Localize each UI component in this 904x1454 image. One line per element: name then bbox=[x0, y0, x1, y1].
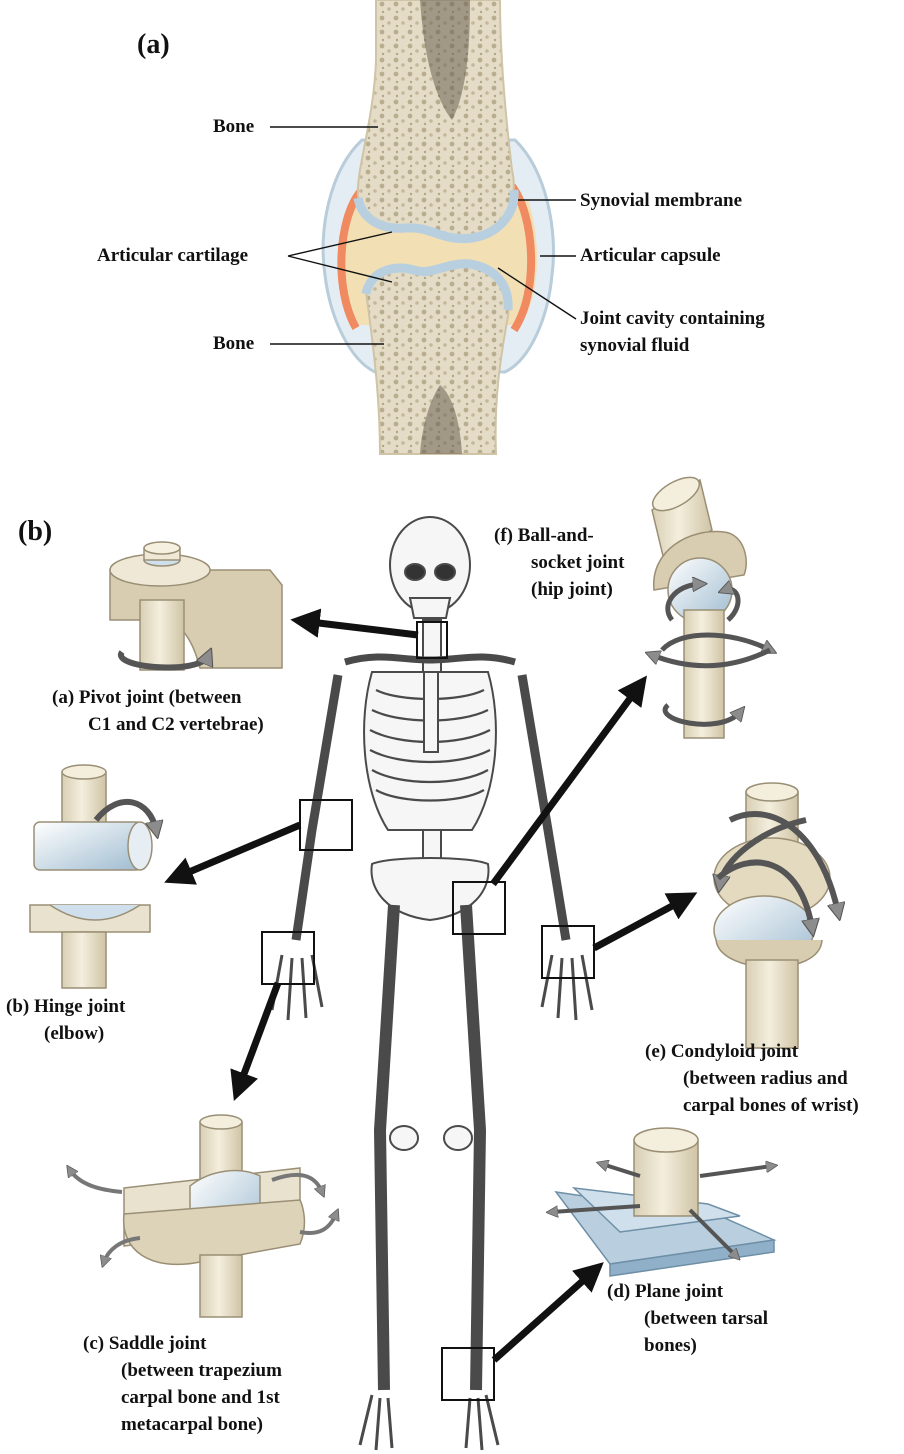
label-ball-socket-joint: (f) Ball-and- socket joint (hip joint) bbox=[494, 522, 624, 603]
label-plane-line2: (between tarsal bbox=[607, 1305, 768, 1332]
ball-socket-joint-model bbox=[647, 471, 770, 738]
label-pivot-line2: C1 and C2 vertebrae) bbox=[52, 711, 264, 738]
label-condyloid-line1: (e) Condyloid joint bbox=[645, 1038, 859, 1065]
label-hinge-line1: (b) Hinge joint bbox=[6, 993, 125, 1020]
panel-a-letter: (a) bbox=[137, 30, 170, 60]
left-arm bbox=[296, 675, 338, 940]
left-foot bbox=[360, 1395, 392, 1450]
plane-joint-model bbox=[552, 1128, 774, 1276]
box-saddle bbox=[262, 932, 314, 984]
right-arm bbox=[522, 675, 566, 940]
label-joint-cavity-line2: synovial fluid bbox=[580, 332, 765, 359]
label-plane-line3: bones) bbox=[607, 1332, 768, 1359]
label-articular-cartilage: Articular cartilage bbox=[97, 242, 248, 269]
arrow-condyloid bbox=[594, 898, 687, 948]
panel-b-letter: (b) bbox=[18, 517, 52, 547]
skeleton bbox=[272, 517, 592, 1450]
label-ball-socket-line3: (hip joint) bbox=[494, 576, 624, 603]
sternum bbox=[424, 672, 438, 752]
eye-socket-right bbox=[435, 564, 455, 580]
label-plane-joint: (d) Plane joint (between tarsal bones) bbox=[607, 1278, 768, 1359]
synovial-joint-illustration bbox=[323, 0, 553, 454]
label-articular-capsule: Articular capsule bbox=[580, 242, 721, 269]
label-bone-bottom: Bone bbox=[213, 330, 254, 357]
box-plane bbox=[442, 1348, 494, 1400]
jaw bbox=[410, 598, 450, 618]
label-plane-line1: (d) Plane joint bbox=[607, 1278, 768, 1305]
label-saddle-joint: (c) Saddle joint (between trapezium carp… bbox=[83, 1330, 282, 1438]
right-hand bbox=[542, 955, 592, 1020]
arrow-pivot bbox=[302, 621, 418, 635]
arrow-saddle bbox=[238, 983, 278, 1090]
label-hinge-line2: (elbow) bbox=[6, 1020, 125, 1047]
label-synovial-membrane: Synovial membrane bbox=[580, 187, 742, 214]
label-condyloid-joint: (e) Condyloid joint (between radius and … bbox=[645, 1038, 859, 1119]
arrow-plane bbox=[494, 1270, 595, 1360]
left-knee bbox=[390, 1126, 418, 1150]
pivot-joint-model bbox=[110, 542, 282, 670]
label-bone-top: Bone bbox=[213, 113, 254, 140]
label-hinge-joint: (b) Hinge joint (elbow) bbox=[6, 993, 125, 1047]
label-joint-cavity-line1: Joint cavity containing bbox=[580, 305, 765, 332]
label-ball-socket-line1: (f) Ball-and- bbox=[494, 522, 624, 549]
label-condyloid-line2: (between radius and bbox=[645, 1065, 859, 1092]
label-ball-socket-line2: socket joint bbox=[494, 549, 624, 576]
saddle-joint-model bbox=[70, 1115, 336, 1317]
right-foot bbox=[466, 1395, 498, 1450]
label-saddle-line3: carpal bone and 1st bbox=[83, 1384, 282, 1411]
condyloid-joint-model bbox=[714, 783, 838, 1048]
arrow-hinge bbox=[175, 825, 300, 878]
label-condyloid-line3: carpal bones of wrist) bbox=[645, 1092, 859, 1119]
right-knee bbox=[444, 1126, 472, 1150]
label-pivot-joint: (a) Pivot joint (between C1 and C2 verte… bbox=[52, 684, 264, 738]
arrow-ball-socket bbox=[493, 685, 640, 884]
left-leg bbox=[380, 905, 394, 1390]
label-saddle-line1: (c) Saddle joint bbox=[83, 1330, 282, 1357]
cervical-spine bbox=[423, 620, 441, 672]
label-pivot-line1: (a) Pivot joint (between bbox=[52, 684, 264, 711]
label-saddle-line4: metacarpal bone) bbox=[83, 1411, 282, 1438]
label-saddle-line2: (between trapezium bbox=[83, 1357, 282, 1384]
hinge-joint-model bbox=[30, 765, 156, 988]
eye-socket-left bbox=[405, 564, 425, 580]
label-joint-cavity: Joint cavity containing synovial fluid bbox=[580, 305, 765, 359]
